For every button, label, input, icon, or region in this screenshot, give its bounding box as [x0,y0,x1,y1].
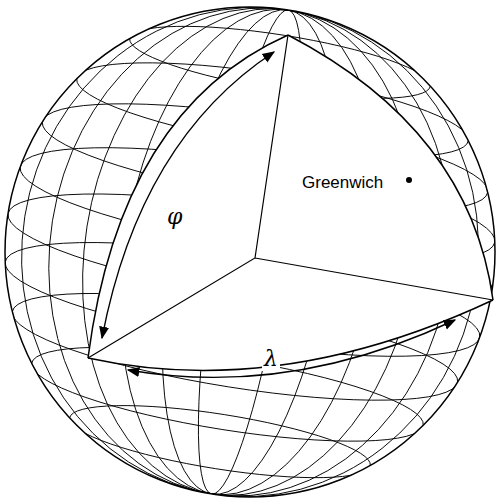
cutaway-face [88,35,493,370]
angle-label: λ [262,346,280,371]
equator-cut-edge [88,300,493,370]
meridian-cut-edge [88,35,288,358]
angle-label: φ [165,204,184,229]
sphere-outline [5,7,495,497]
greenwich-cut-edge [288,35,493,300]
latitude-arrow [102,52,274,338]
greenwich-dot [406,177,412,183]
latitude-line [65,391,374,493]
axis-lines [88,35,493,358]
longitude-arrow [128,320,455,377]
place-label: Greenwich [300,173,385,193]
